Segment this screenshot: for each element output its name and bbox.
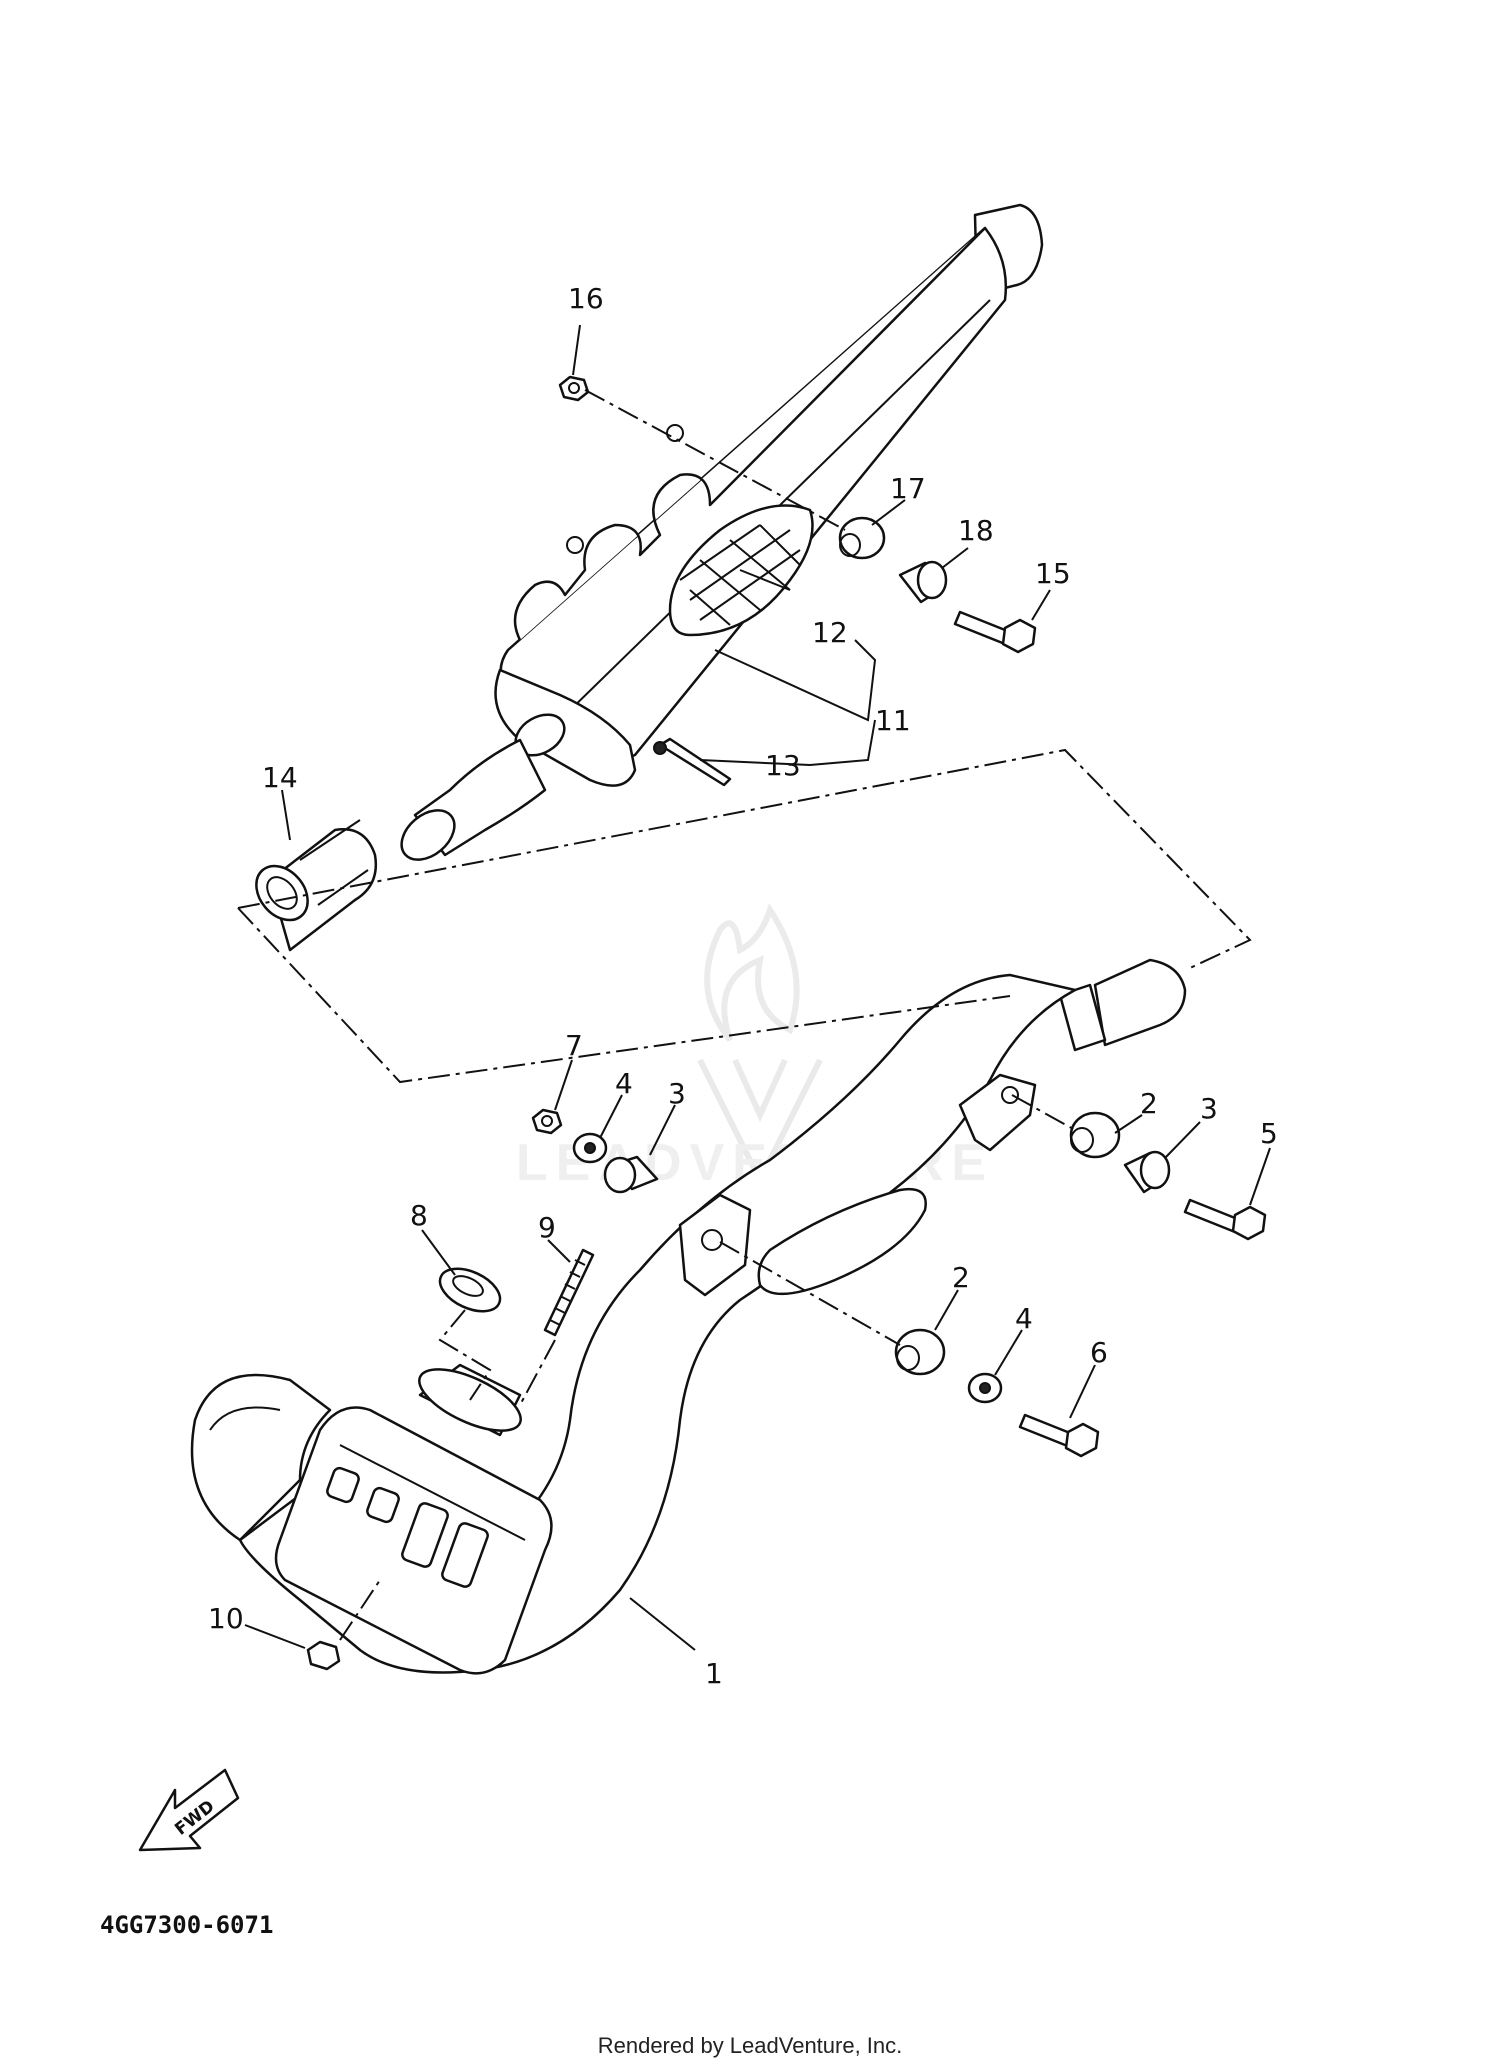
washer-4b: [967, 1372, 1003, 1404]
callout-7: 7: [565, 1029, 583, 1062]
callout-2a: 2: [1140, 1087, 1158, 1120]
callout-labels: 1 2 2 3 3 4 4 5 6 7 8 9 10 11 12 13 14 1…: [208, 282, 1278, 1690]
callout-9: 9: [538, 1211, 556, 1244]
callout-5: 5: [1260, 1117, 1278, 1150]
callout-16: 16: [568, 282, 604, 315]
nut-10: [306, 1640, 341, 1671]
grommet-2b: [894, 1328, 946, 1376]
callout-13: 13: [765, 749, 801, 782]
callout-12: 12: [812, 616, 848, 649]
callout-3a: 3: [668, 1077, 686, 1110]
bolt-5: [1183, 1198, 1267, 1241]
callout-8: 8: [410, 1199, 428, 1232]
callout-4a: 4: [615, 1067, 633, 1100]
diagram-part-number: 4GG7300-6071: [100, 1911, 273, 1939]
collar-3a: [603, 1155, 659, 1194]
callout-3b: 3: [1200, 1092, 1218, 1125]
bolt-6: [1018, 1413, 1100, 1458]
collar-3b: [1123, 1150, 1171, 1194]
collar-18: [898, 560, 948, 604]
joint-sleeve: [255, 819, 378, 952]
leader-lines: [244, 324, 1271, 1651]
grommet-17: [838, 516, 886, 560]
callout-14: 14: [262, 761, 298, 794]
callout-15: 15: [1035, 557, 1071, 590]
washer-4a: [572, 1132, 608, 1164]
gasket-8: [438, 1267, 502, 1313]
nut-16: [558, 375, 590, 402]
callout-2b: 2: [952, 1261, 970, 1294]
callout-17: 17: [890, 472, 926, 505]
muffler-silencer: [400, 203, 1044, 861]
grommet-2a: [1069, 1111, 1121, 1159]
rendered-by-footer: Rendered by LeadVenture, Inc.: [598, 2033, 903, 2058]
bolt-15: [953, 610, 1037, 654]
exhaust-pipe: [190, 958, 1187, 1675]
fwd-arrow-icon: FWD: [138, 1768, 240, 1852]
callout-1: 1: [705, 1657, 723, 1690]
callout-18: 18: [958, 514, 994, 547]
callout-4b: 4: [1015, 1302, 1033, 1335]
assembly-lines: [237, 389, 1252, 1641]
stud-bolt-9: [543, 1248, 595, 1337]
nut-7: [531, 1108, 563, 1135]
callout-6: 6: [1090, 1336, 1108, 1369]
callout-10: 10: [208, 1602, 244, 1635]
callout-11: 11: [875, 704, 911, 737]
rivet-13: [653, 737, 732, 787]
